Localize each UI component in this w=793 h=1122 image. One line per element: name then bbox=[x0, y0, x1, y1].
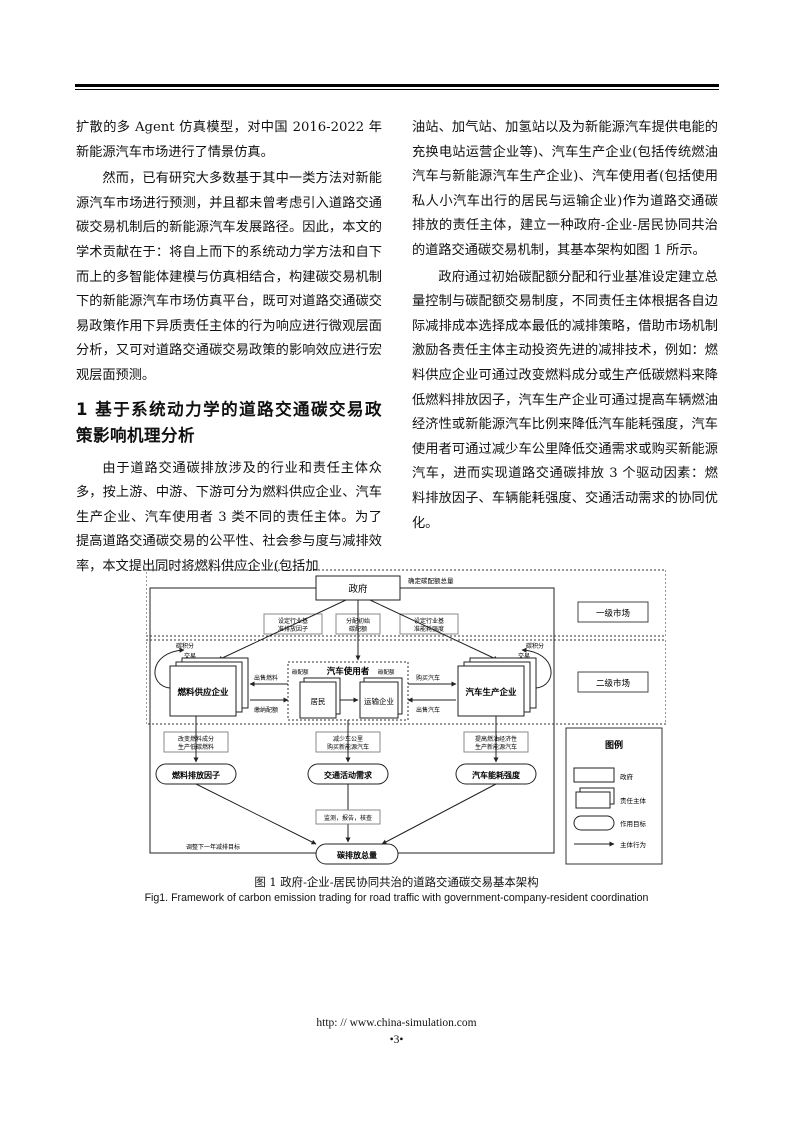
section-heading: 1 基于系统动力学的道路交通碳交易政策影响机理分析 bbox=[76, 399, 382, 445]
pay-quota-label: 缴纳配额 bbox=[254, 706, 278, 714]
legend-goal-label: 作用目标 bbox=[620, 819, 647, 828]
figure-caption-en: Fig1. Framework of carbon emission tradi… bbox=[144, 892, 649, 904]
fuel-supplier-group: 燃料供应企业 bbox=[169, 657, 249, 717]
right-paragraph-2: 政府通过初始碳配额分配和行业基准设定建立总量控制与碳配额交易制度，不同责任主体根… bbox=[412, 269, 718, 531]
gov-note-3 bbox=[399, 613, 459, 635]
primary-market-label: 一级市场 bbox=[596, 608, 630, 619]
sell-car-label: 出售汽车 bbox=[416, 706, 440, 714]
car-maker-label: 汽车生产企业 bbox=[465, 687, 517, 698]
legend-gov-label: 政府 bbox=[620, 772, 634, 781]
figure-caption-cn: 图 1 政府-企业-居民协同共治的道路交通碳交易基本架构 bbox=[254, 875, 539, 889]
top-annotation: 确定碳配额总量 bbox=[408, 576, 454, 585]
right-loop-line bbox=[398, 587, 555, 854]
right-column: 油站、加气站、加氢站以及为新能源汽车提供电能的充换电站运营企业等)、汽车生产企业… bbox=[412, 116, 718, 536]
sell-fuel-label: 出售燃料 bbox=[254, 674, 278, 682]
resident-label: 居民 bbox=[311, 697, 326, 706]
legend-goal-swatch bbox=[573, 815, 615, 831]
fuel-credit-label: 碳积分 bbox=[176, 642, 194, 650]
resident-box bbox=[299, 681, 337, 719]
monitor-label: 监测，报告，核查 bbox=[324, 814, 372, 822]
fuel-supplier-label: 燃料供应企业 bbox=[177, 687, 229, 698]
energy-intensity-label: 汽车能耗强度 bbox=[472, 770, 521, 780]
secondary-market-region bbox=[146, 639, 666, 725]
primary-market-region bbox=[146, 569, 666, 637]
page-number: •3• bbox=[389, 1034, 404, 1046]
government-label: 政府 bbox=[348, 583, 368, 595]
left-column: 扩散的多 Agent 仿真模型，对中国 2016-2022 年新能源汽车市场进行… bbox=[76, 116, 382, 580]
legend-gov-swatch bbox=[573, 767, 615, 783]
fuel-trade-label: 交易 bbox=[184, 652, 196, 660]
monitor-box bbox=[315, 809, 381, 825]
gov-note-1-l2: 准排放因子 bbox=[278, 625, 308, 633]
gov-note-1 bbox=[263, 613, 323, 635]
legend-subject-label: 责任主体 bbox=[620, 796, 647, 805]
traffic-demand-label: 交通活动需求 bbox=[324, 770, 373, 780]
user-quota-right: 碳配额 bbox=[378, 668, 395, 676]
left-loop-line bbox=[149, 587, 316, 854]
left-paragraph-1: 扩散的多 Agent 仿真模型，对中国 2016-2022 年新能源汽车市场进行… bbox=[76, 120, 382, 160]
user-quota-left: 碳配额 bbox=[292, 668, 309, 676]
left-paragraph-3: 由于道路交通碳排放涉及的行业和责任主体众多，按上游、中游、下游可分为燃料供应企业… bbox=[76, 460, 382, 574]
gov-note-3-l2: 准能耗强度 bbox=[414, 625, 444, 633]
header-rule-thick bbox=[75, 84, 719, 87]
footer-url: http: // www.china-simulation.com bbox=[316, 1017, 477, 1029]
right-paragraph-1: 油站、加气站、加氢站以及为新能源汽车提供电能的充换电站运营企业等)、汽车生产企业… bbox=[412, 120, 718, 258]
total-emission-goal bbox=[315, 843, 399, 865]
car-user-label: 汽车使用者 bbox=[327, 666, 370, 677]
framework-figure: 政府 确定碳配额总量 设定行业基 准排放因子 分配初始 碳配额 设定行业基 准能… bbox=[146, 568, 666, 868]
gov-note-1-l1: 设定行业基 bbox=[278, 617, 308, 625]
header-rule-thin bbox=[75, 89, 719, 90]
buy-car-label: 购买汽车 bbox=[416, 674, 440, 682]
adjust-label: 调整下一年减排目标 bbox=[186, 843, 240, 851]
maker-trade-label: 交易 bbox=[518, 652, 530, 660]
fuel-factor-label: 燃料排放因子 bbox=[172, 770, 220, 780]
legend-title: 图例 bbox=[605, 739, 623, 751]
secondary-market-box bbox=[577, 671, 649, 693]
car-maker-group: 汽车生产企业 bbox=[457, 657, 537, 717]
maker-credit-label: 碳积分 bbox=[526, 642, 544, 650]
legend-action-label: 主体行为 bbox=[620, 840, 646, 849]
gov-note-3-l1: 设定行业基 bbox=[414, 617, 444, 625]
transport-company-label: 运输企业 bbox=[364, 696, 394, 706]
secondary-market-label: 二级市场 bbox=[596, 678, 630, 689]
total-emission-label: 碳排放总量 bbox=[337, 850, 377, 860]
left-paragraph-2: 然而，已有研究大多数基于其中一类方法对新能源汽车市场进行预测，并且都未曾考虑引入… bbox=[76, 171, 382, 383]
legend-subject-swatch bbox=[575, 791, 611, 809]
transport-company-box bbox=[359, 681, 399, 719]
primary-market-box bbox=[577, 601, 649, 623]
